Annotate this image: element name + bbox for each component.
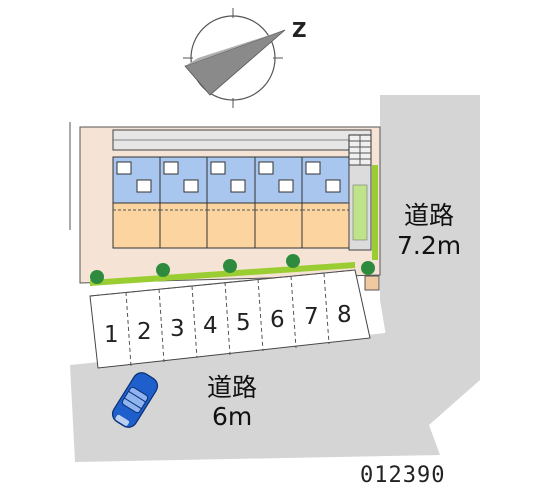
parking-slot-number: 3: [170, 316, 185, 342]
parking-slot-number: 4: [203, 313, 218, 339]
unit-4: [254, 156, 303, 249]
road-south-area: [70, 332, 440, 462]
building: [112, 129, 372, 251]
tree-icon: [223, 259, 237, 273]
trees: [90, 254, 375, 284]
road-label-east: 道路 7.2m: [397, 201, 461, 260]
tree-icon: [361, 261, 375, 275]
parking-slot-number: 2: [137, 319, 152, 345]
parking-slot-number: 5: [236, 310, 251, 336]
road-name: 道路: [207, 373, 257, 402]
unit-5: [301, 156, 350, 249]
property-code: 012390: [360, 463, 445, 488]
parking-slot-number: 1: [104, 322, 119, 348]
unit-2: [159, 156, 208, 249]
hedge: [90, 165, 378, 286]
staircase: [348, 134, 372, 166]
compass-letter: Z: [292, 18, 307, 42]
utility-box: [364, 275, 380, 291]
road-label-south: 道路 6m: [207, 373, 257, 431]
tree-icon: [90, 270, 104, 284]
parking-slot-number: 7: [304, 304, 319, 330]
parking-slot-numbers: 1 2 3 4 5 6 7 8: [104, 302, 352, 348]
road-name: 道路: [404, 201, 454, 230]
unit-3: [206, 156, 256, 249]
car-icon: [111, 372, 159, 428]
road-width: 7.2m: [397, 231, 461, 260]
parking-slot-number: 6: [270, 307, 285, 333]
parking-area: [89, 269, 371, 369]
unit-1: [112, 156, 161, 249]
parking-slot-number: 8: [337, 302, 352, 328]
tree-icon: [286, 254, 300, 268]
compass-icon: Z: [183, 8, 307, 108]
road-width: 6m: [212, 402, 252, 431]
tree-icon: [156, 263, 170, 277]
